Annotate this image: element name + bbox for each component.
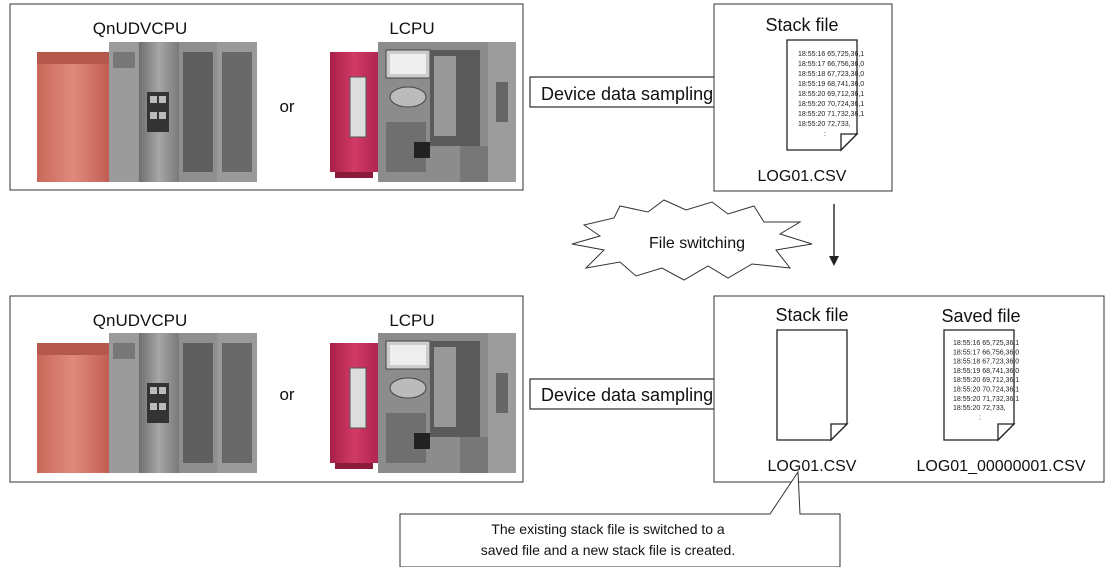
top-sampling-arrow-label: Device data sampling (541, 84, 713, 104)
top-stack-file-title: Stack file (765, 15, 838, 35)
log-line: 18:55:17 66,756,36,0 (798, 61, 864, 68)
bottom-cpu-left-label: QnUDVCPU (93, 311, 187, 330)
log-line: 18:55:17 66,756,36,0 (953, 349, 1019, 356)
log-line: 18:55:20 71,732,36,1 (798, 111, 864, 118)
callout-box (399, 470, 841, 567)
log-line: 18:55:20 69,712,36,1 (953, 377, 1019, 384)
log-line: 18:55:20 72,733, (953, 405, 1006, 412)
log-line: 18:55:20 71,732,36,1 (953, 396, 1019, 403)
top-qnudvcpu-image (37, 42, 257, 182)
log-line: 18:55:20 72,733, (798, 121, 851, 128)
log-line: : (979, 414, 981, 421)
log-line: 18:55:16 65,725,36,1 (953, 340, 1019, 347)
top-stack-filename: LOG01.CSV (758, 168, 847, 185)
bottom-stack-file-icon (776, 329, 848, 441)
switch-down-arrow-head (829, 256, 839, 266)
bottom-saved-log-lines: 18:55:16 65,725,36,1 18:55:17 66,756,36,0… (953, 340, 1019, 421)
callout-line-2: saved file and a new stack file is creat… (481, 542, 735, 558)
top-cpu-left-label: QnUDVCPU (93, 19, 187, 38)
log-line: 18:55:19 68,741,36,0 (953, 368, 1019, 375)
bottom-qnudvcpu-image (37, 333, 257, 473)
log-line: 18:55:18 67,723,36,0 (953, 359, 1019, 366)
top-or-label: or (279, 97, 294, 116)
bottom-saved-file-title: Saved file (941, 306, 1020, 326)
log-line: 18:55:20 70,724,36,1 (798, 101, 864, 108)
top-cpu-right-label: LCPU (389, 19, 434, 38)
top-stack-log-lines: 18:55:16 65,725,36,1 18:55:17 66,756,36,0… (798, 51, 864, 138)
file-switching-label: File switching (649, 235, 745, 252)
log-line: : (824, 131, 826, 138)
bottom-lcpu-image (329, 332, 517, 474)
file-switching-starburst (571, 199, 813, 281)
bottom-sampling-arrow-label: Device data sampling (541, 385, 713, 405)
bottom-stack-file-title: Stack file (775, 305, 848, 325)
log-line: 18:55:20 70,724,36,1 (953, 387, 1019, 394)
log-line: 18:55:18 67,723,36,0 (798, 71, 864, 78)
bottom-storage-panel (713, 295, 1105, 483)
bottom-stack-filename: LOG01.CSV (768, 458, 857, 475)
log-line: 18:55:19 68,741,36,0 (798, 81, 864, 88)
callout-line-1: The existing stack file is switched to a (491, 521, 725, 537)
bottom-cpu-right-label: LCPU (389, 311, 434, 330)
log-line: 18:55:16 65,725,36,1 (798, 51, 864, 58)
top-lcpu-image (329, 41, 517, 183)
log-line: 18:55:20 69,712,36,1 (798, 91, 864, 98)
bottom-or-label: or (279, 385, 294, 404)
bottom-saved-filename: LOG01_00000001.CSV (916, 458, 1085, 475)
